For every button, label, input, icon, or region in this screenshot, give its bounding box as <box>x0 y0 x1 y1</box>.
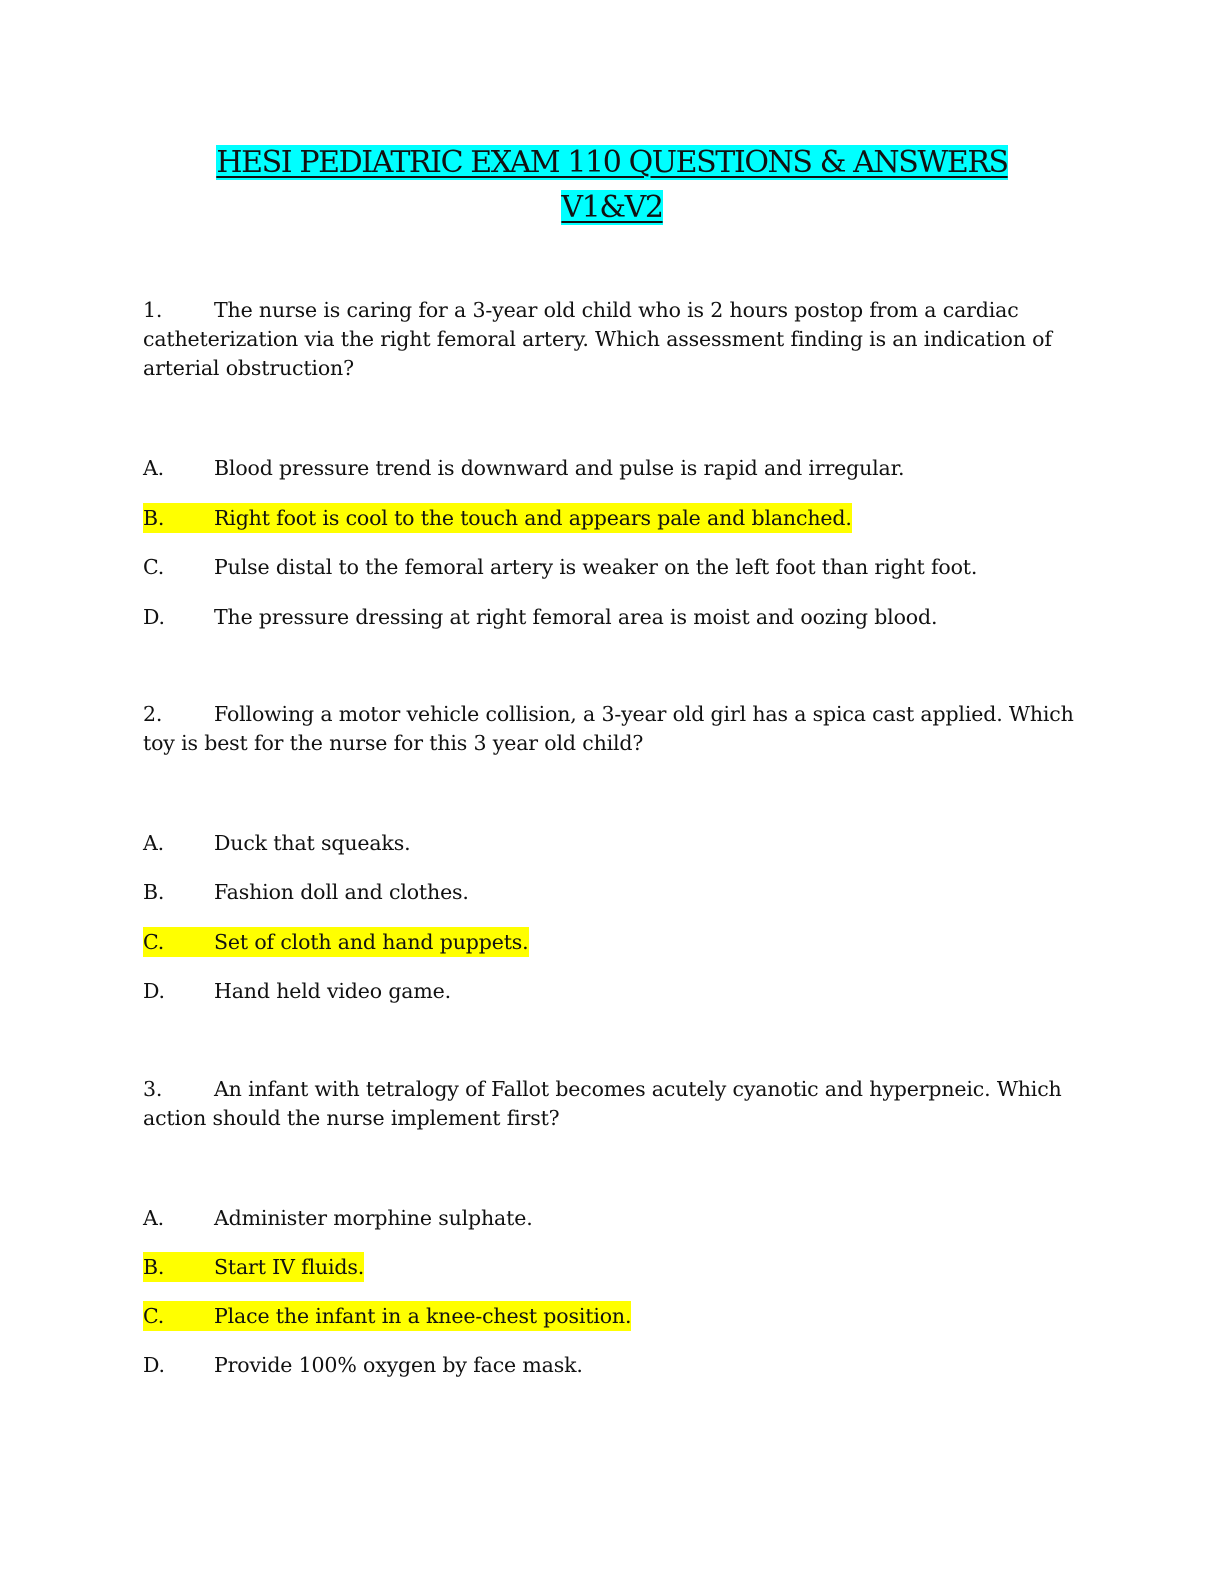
option-text: Pulse distal to the femoral artery is we… <box>214 555 978 579</box>
q3-option-c: C. Place the infant in a knee-chest posit… <box>143 1301 631 1331</box>
option-text: Duck that squeaks. <box>214 831 411 855</box>
option-text: Administer morphine sulphate. <box>214 1206 533 1230</box>
option-letter: B. <box>143 506 165 530</box>
option-text: Start IV fluids. <box>214 1255 365 1279</box>
q1-option-a: A. Blood pressure trend is downward and p… <box>143 453 905 483</box>
document-title: HESI PEDIATRIC EXAM 110 QUESTIONS & ANSW… <box>143 140 1081 230</box>
q1-option-b: B. Right foot is cool to the touch and ap… <box>143 503 852 533</box>
q3-option-b: B. Start IV fluids. <box>143 1252 364 1282</box>
q2-option-a: A. Duck that squeaks. <box>143 828 411 858</box>
option-letter: C. <box>143 930 165 954</box>
q3-option-a: A. Administer morphine sulphate. <box>143 1203 533 1233</box>
option-letter: C. <box>143 1304 165 1328</box>
option-text: The pressure dressing at right femoral a… <box>214 605 938 629</box>
q1-option-d: D. The pressure dressing at right femoral… <box>143 602 937 632</box>
option-letter: A. <box>143 831 165 855</box>
option-text: Blood pressure trend is downward and pul… <box>214 456 905 480</box>
q3-option-d: D. Provide 100% oxygen by face mask. <box>143 1350 583 1380</box>
option-letter: B. <box>143 880 165 904</box>
q1-option-c: C. Pulse distal to the femoral artery is … <box>143 552 977 582</box>
question-text: The nurse is caring for a 3-year old chi… <box>143 298 1052 380</box>
q2-option-d: D. Hand held video game. <box>143 976 451 1006</box>
option-text: Set of cloth and hand puppets. <box>214 930 529 954</box>
option-text: Place the infant in a knee-chest positio… <box>214 1304 632 1328</box>
option-letter: A. <box>143 1206 165 1230</box>
option-letter: B. <box>143 1255 165 1279</box>
question-number: 1. <box>143 298 163 322</box>
question-2: 2.Following a motor vehicle collision, a… <box>143 700 1083 758</box>
question-number: 2. <box>143 702 163 726</box>
option-letter: C. <box>143 555 165 579</box>
question-text: An infant with tetralogy of Fallot becom… <box>143 1077 1062 1130</box>
question-1: 1.The nurse is caring for a 3-year old c… <box>143 296 1083 383</box>
option-letter: D. <box>143 1353 165 1377</box>
option-text: Right foot is cool to the touch and appe… <box>214 506 852 530</box>
option-text: Fashion doll and clothes. <box>214 880 469 904</box>
option-letter: A. <box>143 456 165 480</box>
q2-option-c: C. Set of cloth and hand puppets. <box>143 927 529 957</box>
title-line-1: HESI PEDIATRIC EXAM 110 QUESTIONS & ANSW… <box>216 145 1009 180</box>
question-3: 3.An infant with tetralogy of Fallot bec… <box>143 1075 1083 1133</box>
option-letter: D. <box>143 605 165 629</box>
option-text: Provide 100% oxygen by face mask. <box>214 1353 583 1377</box>
option-letter: D. <box>143 979 165 1003</box>
q2-option-b: B. Fashion doll and clothes. <box>143 877 469 907</box>
question-text: Following a motor vehicle collision, a 3… <box>143 702 1074 755</box>
question-number: 3. <box>143 1077 163 1101</box>
option-text: Hand held video game. <box>214 979 452 1003</box>
title-line-2: V1&V2 <box>561 190 664 225</box>
